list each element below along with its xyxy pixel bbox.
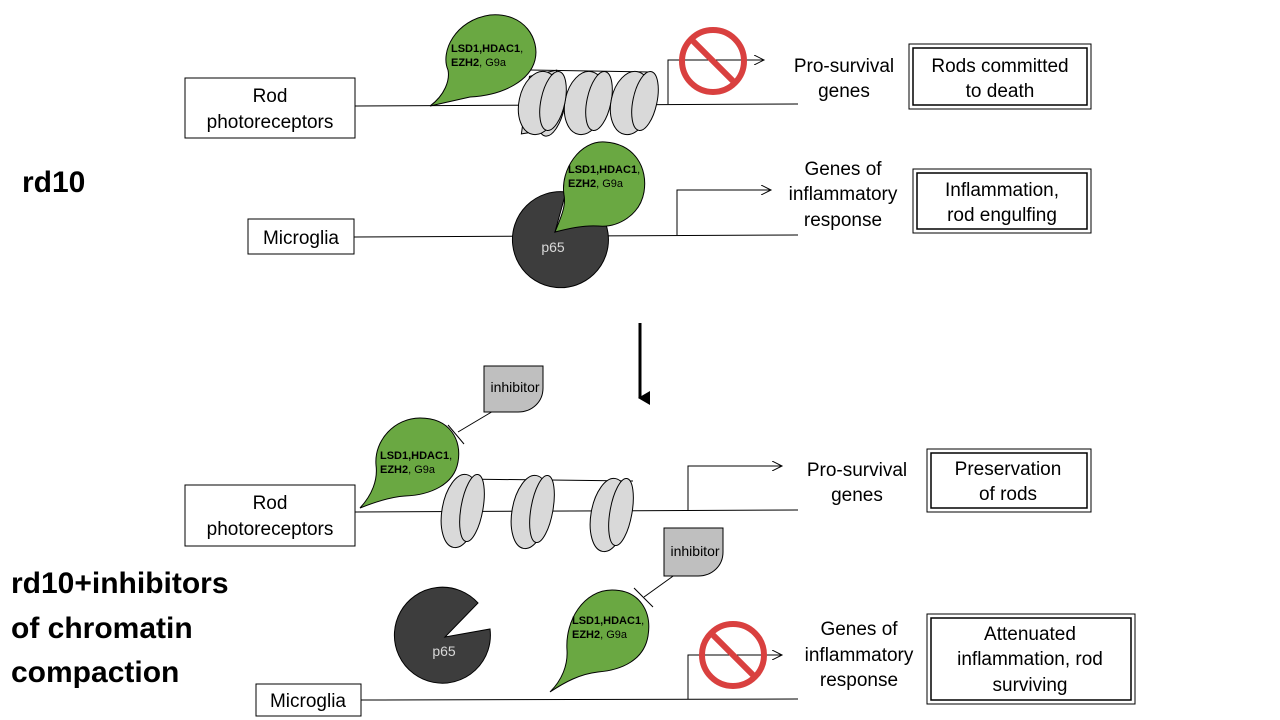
rod-photoreceptors-box-bottom: Rod photoreceptors bbox=[184, 484, 356, 547]
svg-text:photoreceptors: photoreceptors bbox=[207, 519, 334, 540]
outcome-box-attenuated: Attenuated inflammation, rod surviving bbox=[926, 613, 1136, 705]
inflammatory-label-bottom-1: Genes of bbox=[820, 619, 898, 640]
p65-top: p65 bbox=[511, 191, 609, 289]
inhibitor-bottom: inhibitor bbox=[633, 527, 724, 608]
complex-comma: , bbox=[520, 43, 523, 55]
svg-text:p65: p65 bbox=[541, 239, 565, 255]
svg-text:Rods committed: Rods committed bbox=[931, 56, 1068, 77]
svg-text:of rods: of rods bbox=[979, 484, 1037, 505]
svg-text:LSD1,HDAC1,: LSD1,HDAC1, bbox=[568, 164, 640, 176]
rod-label-line1: Rod bbox=[253, 86, 288, 107]
svg-text:rod engulfing: rod engulfing bbox=[947, 205, 1057, 226]
promoter-arrow-microglia-top bbox=[676, 190, 771, 235]
nucleosome-top-1b bbox=[517, 70, 567, 136]
promoter-arrow-rod-top bbox=[667, 60, 764, 104]
lsd1-complex-microglia-top: LSD1,HDAC1, EZH2, G9a bbox=[554, 141, 646, 233]
condition-label-inhibitors-3: compaction bbox=[11, 656, 179, 689]
condition-label-rd10: rd10 bbox=[22, 166, 85, 199]
svg-text:EZH2, G9a: EZH2, G9a bbox=[568, 178, 624, 190]
svg-text:Microglia: Microglia bbox=[270, 691, 346, 712]
svg-text:surviving: surviving bbox=[993, 675, 1068, 696]
pro-survival-label-bottom-1: Pro-survival bbox=[807, 460, 907, 481]
pro-survival-label-top-2: genes bbox=[818, 81, 870, 102]
svg-text:EZH2, G9a: EZH2, G9a bbox=[380, 464, 436, 476]
promoter-arrow-rod-bottom bbox=[687, 466, 782, 510]
blocked-icon-top bbox=[679, 27, 747, 95]
rod-photoreceptors-box-top: Rod photoreceptors bbox=[184, 77, 356, 139]
inflammatory-label-top-3: response bbox=[804, 210, 882, 231]
complex-ezh2: EZH2 bbox=[451, 57, 479, 69]
nucleosome-top-2 bbox=[563, 70, 613, 136]
lsd1-complex-rod-bottom: LSD1,HDAC1, EZH2, G9a bbox=[359, 417, 460, 509]
outcome-box-rods-committed: Rods committed to death bbox=[908, 43, 1092, 110]
inflammatory-label-top-1: Genes of bbox=[804, 159, 882, 180]
svg-text:LSD1,HDAC1,: LSD1,HDAC1, bbox=[380, 450, 452, 462]
pro-survival-label-top-1: Pro-survival bbox=[794, 56, 894, 77]
svg-text:Rod: Rod bbox=[253, 493, 288, 514]
svg-text:LSD1,HDAC1,: LSD1,HDAC1, bbox=[572, 615, 644, 627]
outcome-box-preservation: Preservation of rods bbox=[926, 448, 1092, 513]
nucleosome-top-3 bbox=[609, 70, 659, 136]
inflammatory-label-top-2: inflammatory bbox=[789, 184, 898, 205]
svg-text:EZH2, G9a: EZH2, G9a bbox=[451, 57, 507, 69]
inflammatory-label-bottom-2: inflammatory bbox=[805, 645, 914, 666]
blocked-icon-bottom bbox=[699, 621, 767, 689]
svg-text:Attenuated: Attenuated bbox=[984, 624, 1076, 645]
microglia-box-bottom: Microglia bbox=[255, 683, 362, 717]
svg-text:to death: to death bbox=[966, 81, 1035, 102]
condition-label-inhibitors-2: of chromatin bbox=[11, 612, 193, 645]
lsd1-complex-rod-top: LSD1,HDAC1, EZH2, G9a bbox=[429, 14, 537, 107]
svg-text:Inflammation,: Inflammation, bbox=[945, 180, 1059, 201]
svg-text:Microglia: Microglia bbox=[263, 228, 339, 249]
nucleosome-bottom-2 bbox=[510, 474, 555, 550]
pro-survival-label-bottom-2: genes bbox=[831, 485, 883, 506]
svg-text:Preservation: Preservation bbox=[955, 459, 1062, 480]
complex-g9a: , G9a bbox=[479, 57, 507, 69]
lsd1-complex-microglia-bottom: LSD1,HDAC1, EZH2, G9a bbox=[549, 589, 650, 693]
nucleosome-bottom-1 bbox=[440, 473, 485, 549]
microglia-box-top: Microglia bbox=[247, 218, 355, 255]
condition-label-inhibitors-1: rd10+inhibitors bbox=[11, 567, 229, 600]
svg-text:inhibitor: inhibitor bbox=[670, 543, 719, 559]
svg-text:inflammation, rod: inflammation, rod bbox=[957, 649, 1103, 670]
dna-line-microglia-bottom bbox=[360, 698, 799, 701]
outcome-box-inflammation: Inflammation, rod engulfing bbox=[912, 168, 1092, 234]
p65-bottom: p65 bbox=[393, 586, 491, 684]
svg-text:inhibitor: inhibitor bbox=[490, 379, 539, 395]
dna-line-rod-bottom bbox=[354, 509, 799, 513]
svg-text:p65: p65 bbox=[432, 643, 456, 659]
inhibitor-top: inhibitor bbox=[447, 365, 544, 445]
svg-text:LSD1,HDAC1,: LSD1,HDAC1, bbox=[451, 43, 523, 55]
promoter-arrow-microglia-bottom bbox=[687, 655, 782, 699]
rod-label-line2: photoreceptors bbox=[207, 112, 334, 133]
nucleosome-bottom-3 bbox=[589, 477, 634, 553]
svg-text:EZH2, G9a: EZH2, G9a bbox=[572, 629, 628, 641]
inflammatory-label-bottom-3: response bbox=[820, 670, 898, 691]
complex-lsd1-hdac1: LSD1,HDAC1 bbox=[451, 43, 520, 55]
